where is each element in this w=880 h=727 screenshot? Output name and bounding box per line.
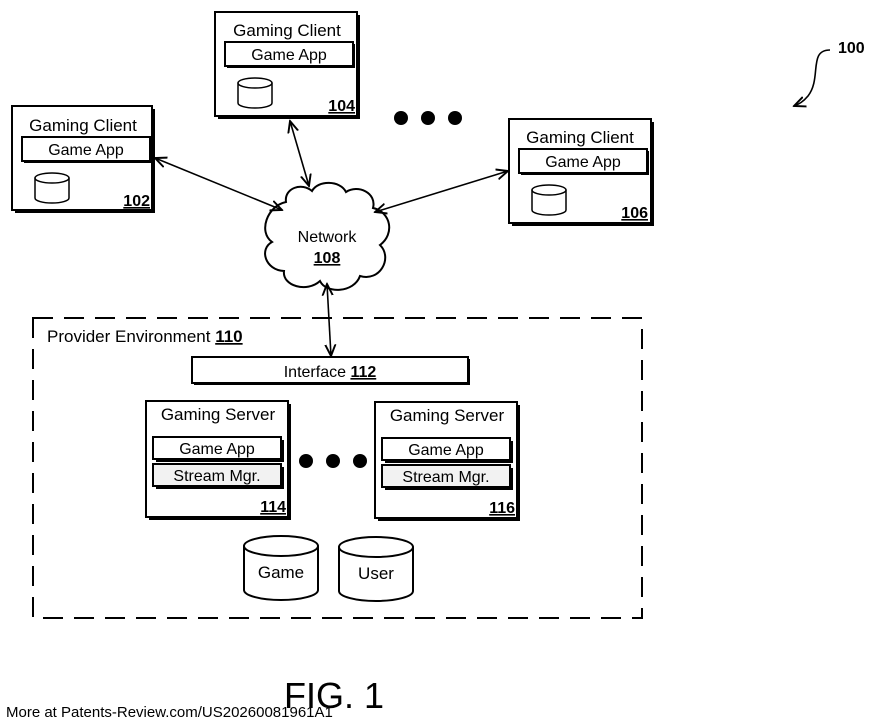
gaming-client-106: Gaming Client Game App 106: [508, 118, 654, 226]
server-stream-label: Stream Mgr.: [173, 468, 260, 485]
client-title: Gaming Client: [29, 116, 137, 135]
client-ellipsis: [394, 111, 462, 125]
server-title: Gaming Server: [161, 405, 276, 424]
network-cloud: Network 108: [264, 181, 391, 291]
server-app-label: Game App: [408, 442, 484, 459]
client-app-label: Game App: [545, 154, 621, 171]
gaming-server-114: Gaming Server Game App Stream Mgr. 114: [145, 400, 291, 520]
interface-label: Interface 112: [284, 364, 377, 381]
server-app-label: Game App: [179, 441, 255, 458]
gaming-server-116: Gaming Server Game App Stream Mgr. 116: [374, 401, 520, 521]
gaming-client-104: Gaming Client Game App 104: [214, 11, 360, 119]
database-icon: [237, 77, 273, 109]
client-title: Gaming Client: [233, 21, 341, 40]
database-game: Game: [243, 535, 319, 601]
server-id: 116: [489, 500, 515, 517]
client-title: Gaming Client: [526, 128, 634, 147]
figure-label: FIG. 1: [284, 675, 384, 716]
network-id: 108: [314, 250, 341, 267]
client-id: 102: [123, 193, 150, 210]
server-ellipsis: [299, 454, 367, 468]
database-label: User: [358, 564, 394, 583]
database-label: Game: [258, 563, 304, 582]
server-title: Gaming Server: [390, 406, 505, 425]
link-client-106-network: [375, 171, 508, 212]
provider-environment: Provider Environment 110: [32, 317, 643, 619]
network-label: Network: [298, 229, 358, 246]
ref-leader-arrow: [794, 49, 831, 106]
client-id: 106: [621, 205, 648, 222]
server-id: 114: [260, 499, 286, 516]
interface-box: Interface 112: [191, 356, 470, 385]
link-network-interface: [327, 284, 331, 356]
link-client-102-network: [155, 158, 282, 210]
database-icon: [34, 172, 70, 204]
client-app-label: Game App: [48, 142, 124, 159]
client-app-label: Game App: [251, 47, 327, 64]
gaming-client-102: Gaming Client Game App 102: [11, 105, 155, 213]
ref-numeral: 100: [838, 40, 865, 57]
provider-label: Provider Environment 110: [47, 327, 243, 346]
database-user: User: [338, 536, 414, 602]
server-stream-label: Stream Mgr.: [402, 469, 489, 486]
client-id: 104: [328, 98, 355, 115]
footer-source: More at Patents-Review.com/US20260081961…: [6, 704, 333, 721]
database-icon: [531, 184, 567, 216]
link-client-104-network: [290, 121, 309, 186]
